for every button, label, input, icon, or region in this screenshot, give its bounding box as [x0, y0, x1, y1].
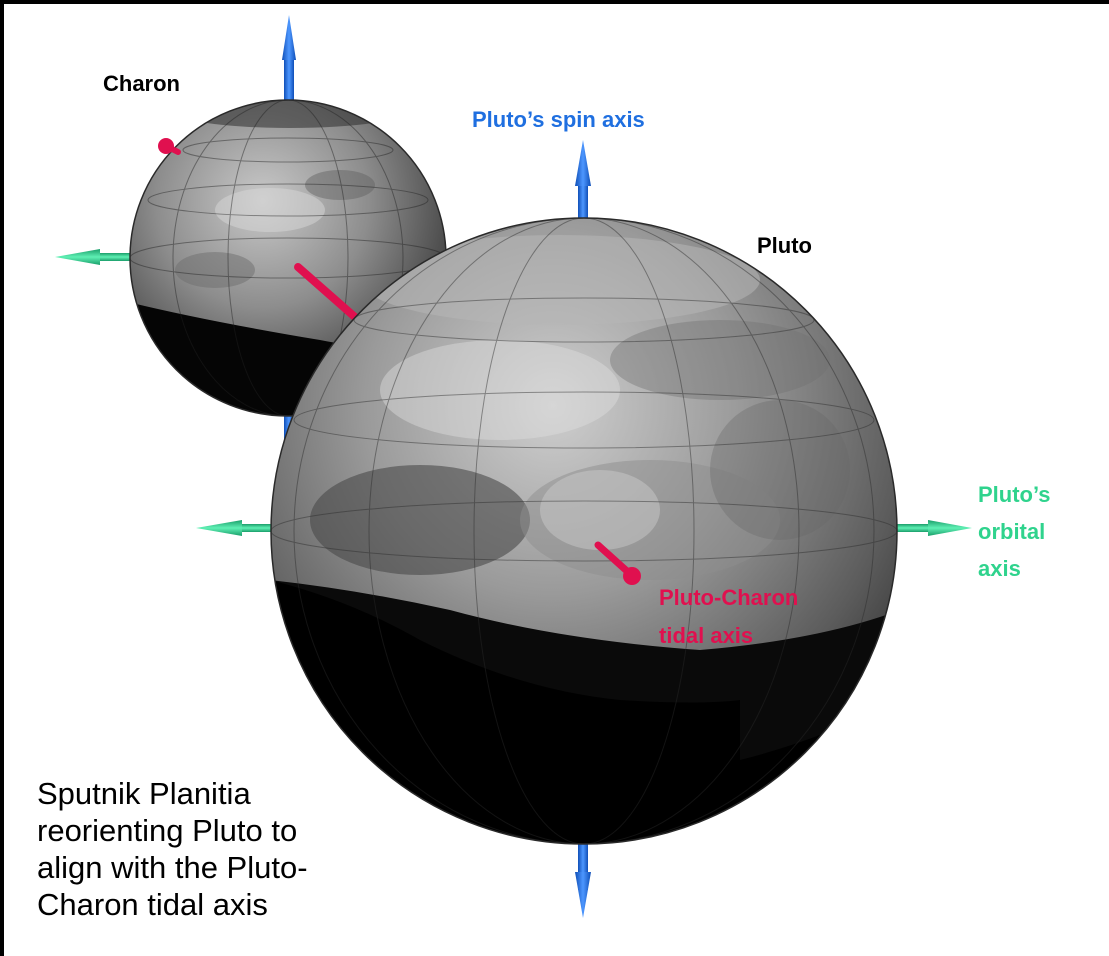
charon-tidal-axis-marker	[158, 138, 181, 155]
orbital-axis-label-line-2: orbital	[978, 519, 1046, 544]
tidal-axis-label: Pluto-Charon tidal axis	[659, 579, 798, 655]
tidal-axis-label-line-2: tidal axis	[659, 623, 754, 648]
orbital-axis-label-line-3: axis	[978, 556, 1021, 581]
tidal-axis-label-line-1: Pluto-Charon	[659, 585, 799, 610]
frame-top-edge	[0, 0, 1109, 4]
frame-right-edge	[972, 0, 1109, 4]
charon-label: Charon	[103, 71, 180, 96]
pluto-globe	[270, 217, 898, 845]
caption-text: Sputnik Planitia reorienting Pluto to al…	[37, 776, 308, 922]
charon-orbital-axis-arrow	[55, 249, 135, 265]
pluto-label: Pluto	[757, 233, 812, 258]
orbital-axis-label-line-1: Pluto’s	[978, 482, 1051, 507]
pluto-spin-axis-arrow	[575, 140, 591, 918]
spin-axis-label: Pluto’s spin axis	[472, 107, 645, 132]
pluto-orbital-axis-arrow	[196, 520, 972, 536]
orbital-axis-label: Pluto’s orbital axis	[978, 476, 1051, 587]
charon-tidal-axis-rod	[294, 263, 360, 322]
pluto-tidal-axis-arrow	[594, 541, 641, 585]
frame-left-edge	[0, 0, 4, 956]
